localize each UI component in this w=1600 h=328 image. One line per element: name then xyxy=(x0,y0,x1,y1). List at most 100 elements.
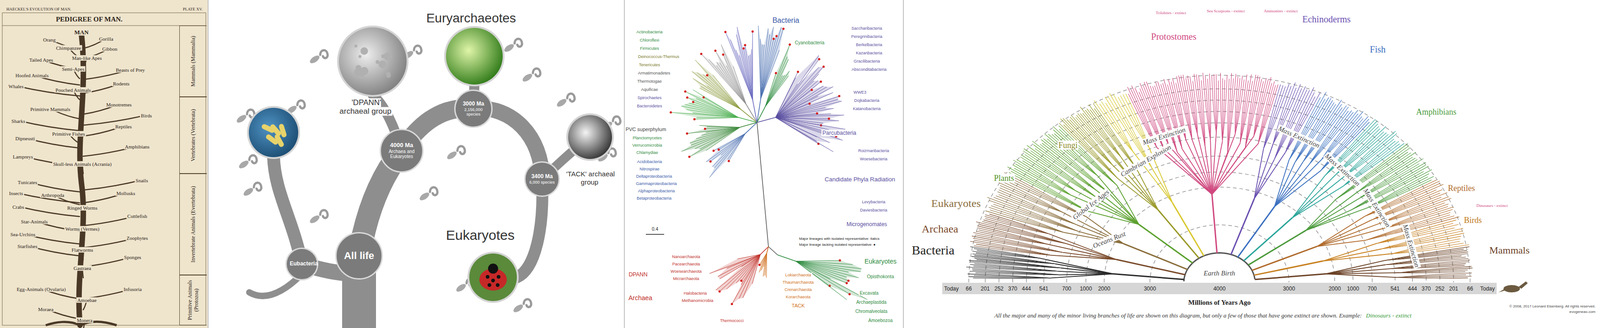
label-holder: Cuttlefish xyxy=(126,211,148,221)
lineage-branch xyxy=(1325,123,1378,176)
label: Reptiles xyxy=(114,123,133,130)
label: 2000 xyxy=(1327,285,1343,293)
label: Archaeplastida xyxy=(855,300,888,306)
label: Bacteroidetes xyxy=(635,103,663,109)
label-holder: Today xyxy=(1479,284,1496,293)
clade-stem xyxy=(1325,265,1386,275)
ladybug-spot xyxy=(485,275,490,280)
clade-stem xyxy=(1117,178,1159,210)
label: 252 xyxy=(1434,285,1446,293)
label: Today xyxy=(943,285,960,293)
label: TACK xyxy=(790,303,806,309)
clade-branch xyxy=(694,117,739,120)
photo-ring xyxy=(566,113,614,162)
label: Skull-less Animals (Acrania) xyxy=(52,161,113,167)
scale-bar xyxy=(645,234,665,236)
clade-branch xyxy=(696,127,741,140)
label-holder: Dojkabacteria xyxy=(853,95,881,104)
label: Eukaryotes xyxy=(445,227,516,243)
cell-texture xyxy=(378,60,387,69)
leaf xyxy=(235,113,248,125)
lineage-branch xyxy=(1198,75,1206,149)
leaf xyxy=(242,186,255,198)
label: Mammals xyxy=(1488,244,1531,257)
clade-stem xyxy=(1063,252,1117,260)
label: 4000 xyxy=(1212,285,1227,293)
panel-separator xyxy=(623,0,625,328)
band-text-holder: Invertebrate Animals (Evertebrata) xyxy=(190,176,197,273)
label: Kazanbacteria xyxy=(854,50,884,56)
clade-branch xyxy=(736,34,753,101)
cell-texture xyxy=(354,44,358,49)
lineage-branch xyxy=(993,204,1080,232)
label-holder: 252 xyxy=(1434,284,1446,293)
label: Amphibians xyxy=(123,144,151,150)
label-holder: Insects xyxy=(8,188,25,198)
label-holder: Amoebae xyxy=(76,295,98,305)
label: Major lineages with isolated representat… xyxy=(798,236,881,242)
label-holder: Chloroflexi xyxy=(638,35,661,44)
lineage-dot xyxy=(669,111,672,114)
clade-stem xyxy=(1050,274,1114,279)
label-holder: Star-Animals xyxy=(20,217,49,226)
tree-branch xyxy=(18,120,80,131)
clade-branch xyxy=(775,117,834,131)
label: Bacteria xyxy=(771,16,801,25)
plate-background xyxy=(0,0,209,328)
clade-stem xyxy=(1292,177,1344,219)
label: Arthropoda xyxy=(40,192,66,199)
clade-stem xyxy=(1058,271,1113,275)
label: Betaproteobacteria xyxy=(635,196,673,201)
label-holder: Hoofed Animals xyxy=(14,70,50,80)
label-holder: 541 xyxy=(1389,284,1401,293)
lineage-dot xyxy=(684,90,687,93)
label: Acidobacteria xyxy=(636,159,664,165)
clade-branch xyxy=(685,104,739,119)
node-note: 2,156,000 species xyxy=(459,107,488,118)
lineage-dot xyxy=(775,35,778,38)
leaf-curl xyxy=(457,146,465,155)
label: Berkelbacteria xyxy=(854,42,884,48)
time-arc xyxy=(1085,171,1354,283)
caption: All the major and many of the minor livi… xyxy=(993,312,1363,320)
label-holder: Birds xyxy=(139,111,153,120)
label-holder: Mammals xyxy=(1488,244,1531,257)
label: 66 xyxy=(964,285,973,293)
label: Reptiles xyxy=(1447,183,1477,194)
label-holder: Gibbon xyxy=(101,44,119,53)
lineage-branch xyxy=(1155,81,1178,153)
leaf xyxy=(512,303,525,315)
label: Methanomicrobia xyxy=(680,298,715,304)
label-holder: Halobacteria xyxy=(682,288,709,297)
label: Whales xyxy=(7,83,25,90)
lineage-dot xyxy=(742,47,745,50)
clade-stem xyxy=(1158,210,1199,259)
clade-stem xyxy=(1248,230,1306,266)
lineage-dot xyxy=(712,150,715,153)
section-band: Mammals (Mammalia) xyxy=(179,25,207,97)
leaf xyxy=(503,42,516,54)
label-holder: HAECKEL'S EVOLUTION OF MAN. xyxy=(5,4,73,13)
node-circle: All life xyxy=(335,232,383,280)
label-holder: Cyanobacteria xyxy=(794,37,826,47)
lineage-branch xyxy=(973,246,1051,256)
clade-branch xyxy=(795,261,849,273)
label: Major lineage lacking isolated represent… xyxy=(798,242,877,247)
label: Chromalveolata xyxy=(854,309,889,315)
cell-texture xyxy=(359,73,365,78)
clade-stem xyxy=(1138,224,1193,264)
leaf-curl xyxy=(249,155,257,164)
clade-branch xyxy=(737,254,761,260)
lineage-dot xyxy=(845,282,849,285)
clade-stem xyxy=(1212,136,1254,195)
label: 541 xyxy=(1389,285,1401,293)
label-holder: Orang xyxy=(42,35,57,44)
lineage-branch xyxy=(1033,144,1097,192)
label: Gracilibacteria xyxy=(852,59,881,64)
label-holder: Major lineages with isolated representat… xyxy=(798,233,881,242)
clade-stem xyxy=(1135,167,1159,211)
lineage-branch xyxy=(1227,74,1236,153)
label-holder: Pacearchaeota xyxy=(671,259,702,268)
label-holder: Korarchaeota xyxy=(784,292,812,301)
leaf-curl xyxy=(320,210,328,219)
